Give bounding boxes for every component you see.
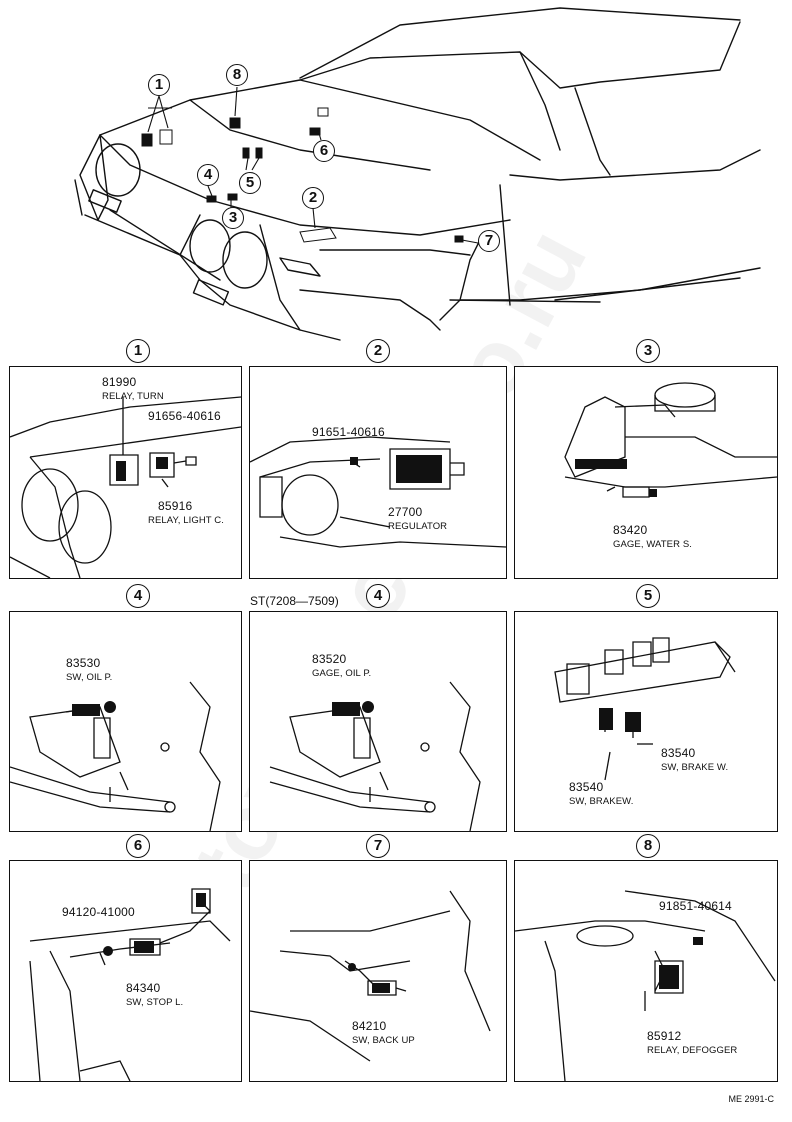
part-desc-gage-water-s: GAGE, WATER S. xyxy=(613,539,692,550)
part-desc-relay-turn: RELAY, TURN xyxy=(102,391,164,402)
part-number-85916: 85916 xyxy=(158,499,193,513)
panel-8: 91851-40614 85912 RELAY, DEFOGGER xyxy=(514,860,778,1082)
callout-8: 8 xyxy=(226,64,248,86)
panel-3-number: 3 xyxy=(636,339,660,363)
callout-5: 5 xyxy=(239,172,261,194)
part-desc-regulator: REGULATOR xyxy=(388,521,448,532)
part-number-81990: 81990 xyxy=(102,375,137,389)
car-body-drawing xyxy=(0,0,792,345)
part-number-27700: 27700 xyxy=(388,505,423,519)
panel-1: 81990 RELAY, TURN 91656-40616 85916 RELA… xyxy=(9,366,242,579)
part-number-83420: 83420 xyxy=(613,523,648,537)
part-number-84210: 84210 xyxy=(352,1019,387,1033)
panel-5: 83540 SW, BRAKE W. 83540 SW, BRAKEW. xyxy=(514,611,778,832)
part-number-83520: 83520 xyxy=(312,652,347,666)
part-number-91656-40616: 91656-40616 xyxy=(148,409,221,423)
car-overview-illustration: 1 8 6 5 4 3 2 7 xyxy=(0,0,792,345)
part-number-83540: 83540 xyxy=(569,780,604,794)
part-number-83540-w: 83540 xyxy=(661,746,696,760)
part-number-91851-40614: 91851-40614 xyxy=(659,899,732,913)
panel-4-drawing xyxy=(10,612,241,831)
panel-5-number: 5 xyxy=(636,584,660,608)
part-desc-sw-brake-w: SW, BRAKE W. xyxy=(661,762,729,773)
panel-8-number: 8 xyxy=(636,834,660,858)
panel-1-drawing xyxy=(10,367,241,578)
panel-4b-number: 4 xyxy=(366,584,390,608)
panel-6: 94120-41000 84340 SW, STOP L. xyxy=(9,860,242,1082)
part-desc-sw-brakew: SW, BRAKEW. xyxy=(569,796,634,807)
panel-5-drawing xyxy=(515,612,777,831)
part-desc-sw-back-up: SW, BACK UP xyxy=(352,1035,415,1046)
part-desc-relay-light-c: RELAY, LIGHT C. xyxy=(148,515,224,526)
panel-7-number: 7 xyxy=(366,834,390,858)
panel-7: 84210 SW, BACK UP xyxy=(249,860,507,1082)
part-desc-relay-defogger: RELAY, DEFOGGER xyxy=(647,1045,738,1056)
panel-2-number: 2 xyxy=(366,339,390,363)
panel-2-drawing xyxy=(250,367,506,578)
part-desc-gage-oil-p: GAGE, OIL P. xyxy=(312,668,372,679)
part-number-83530: 83530 xyxy=(66,656,101,670)
callout-3: 3 xyxy=(222,207,244,229)
part-number-84340: 84340 xyxy=(126,981,161,995)
part-desc-sw-oil-p: SW, OIL P. xyxy=(66,672,113,683)
panel-2: 91651-40616 27700 REGULATOR xyxy=(249,366,507,579)
callout-7: 7 xyxy=(478,230,500,252)
panel-4-st-drawing xyxy=(250,612,506,831)
callout-1: 1 xyxy=(148,74,170,96)
panel-4-variant-note: ST(7208—7509) xyxy=(250,594,339,608)
panel-8-drawing xyxy=(515,861,777,1081)
panel-3-drawing xyxy=(515,367,777,578)
part-number-85912: 85912 xyxy=(647,1029,682,1043)
panel-6-number: 6 xyxy=(126,834,150,858)
panel-7-drawing xyxy=(250,861,506,1081)
panel-4-st: 83520 GAGE, OIL P. xyxy=(249,611,507,832)
panel-4: 83530 SW, OIL P. xyxy=(9,611,242,832)
part-desc-sw-stop-l: SW, STOP L. xyxy=(126,997,184,1008)
callout-2: 2 xyxy=(302,187,324,209)
callout-4: 4 xyxy=(197,164,219,186)
panel-6-drawing xyxy=(10,861,241,1081)
callout-6: 6 xyxy=(313,140,335,162)
panel-4-number: 4 xyxy=(126,584,150,608)
panel-1-number: 1 xyxy=(126,339,150,363)
panel-3: 83420 GAGE, WATER S. xyxy=(514,366,778,579)
part-number-91651-40616: 91651-40616 xyxy=(312,425,385,439)
part-number-94120-41000: 94120-41000 xyxy=(62,905,135,919)
drawing-code: ME 2991-C xyxy=(728,1094,774,1104)
